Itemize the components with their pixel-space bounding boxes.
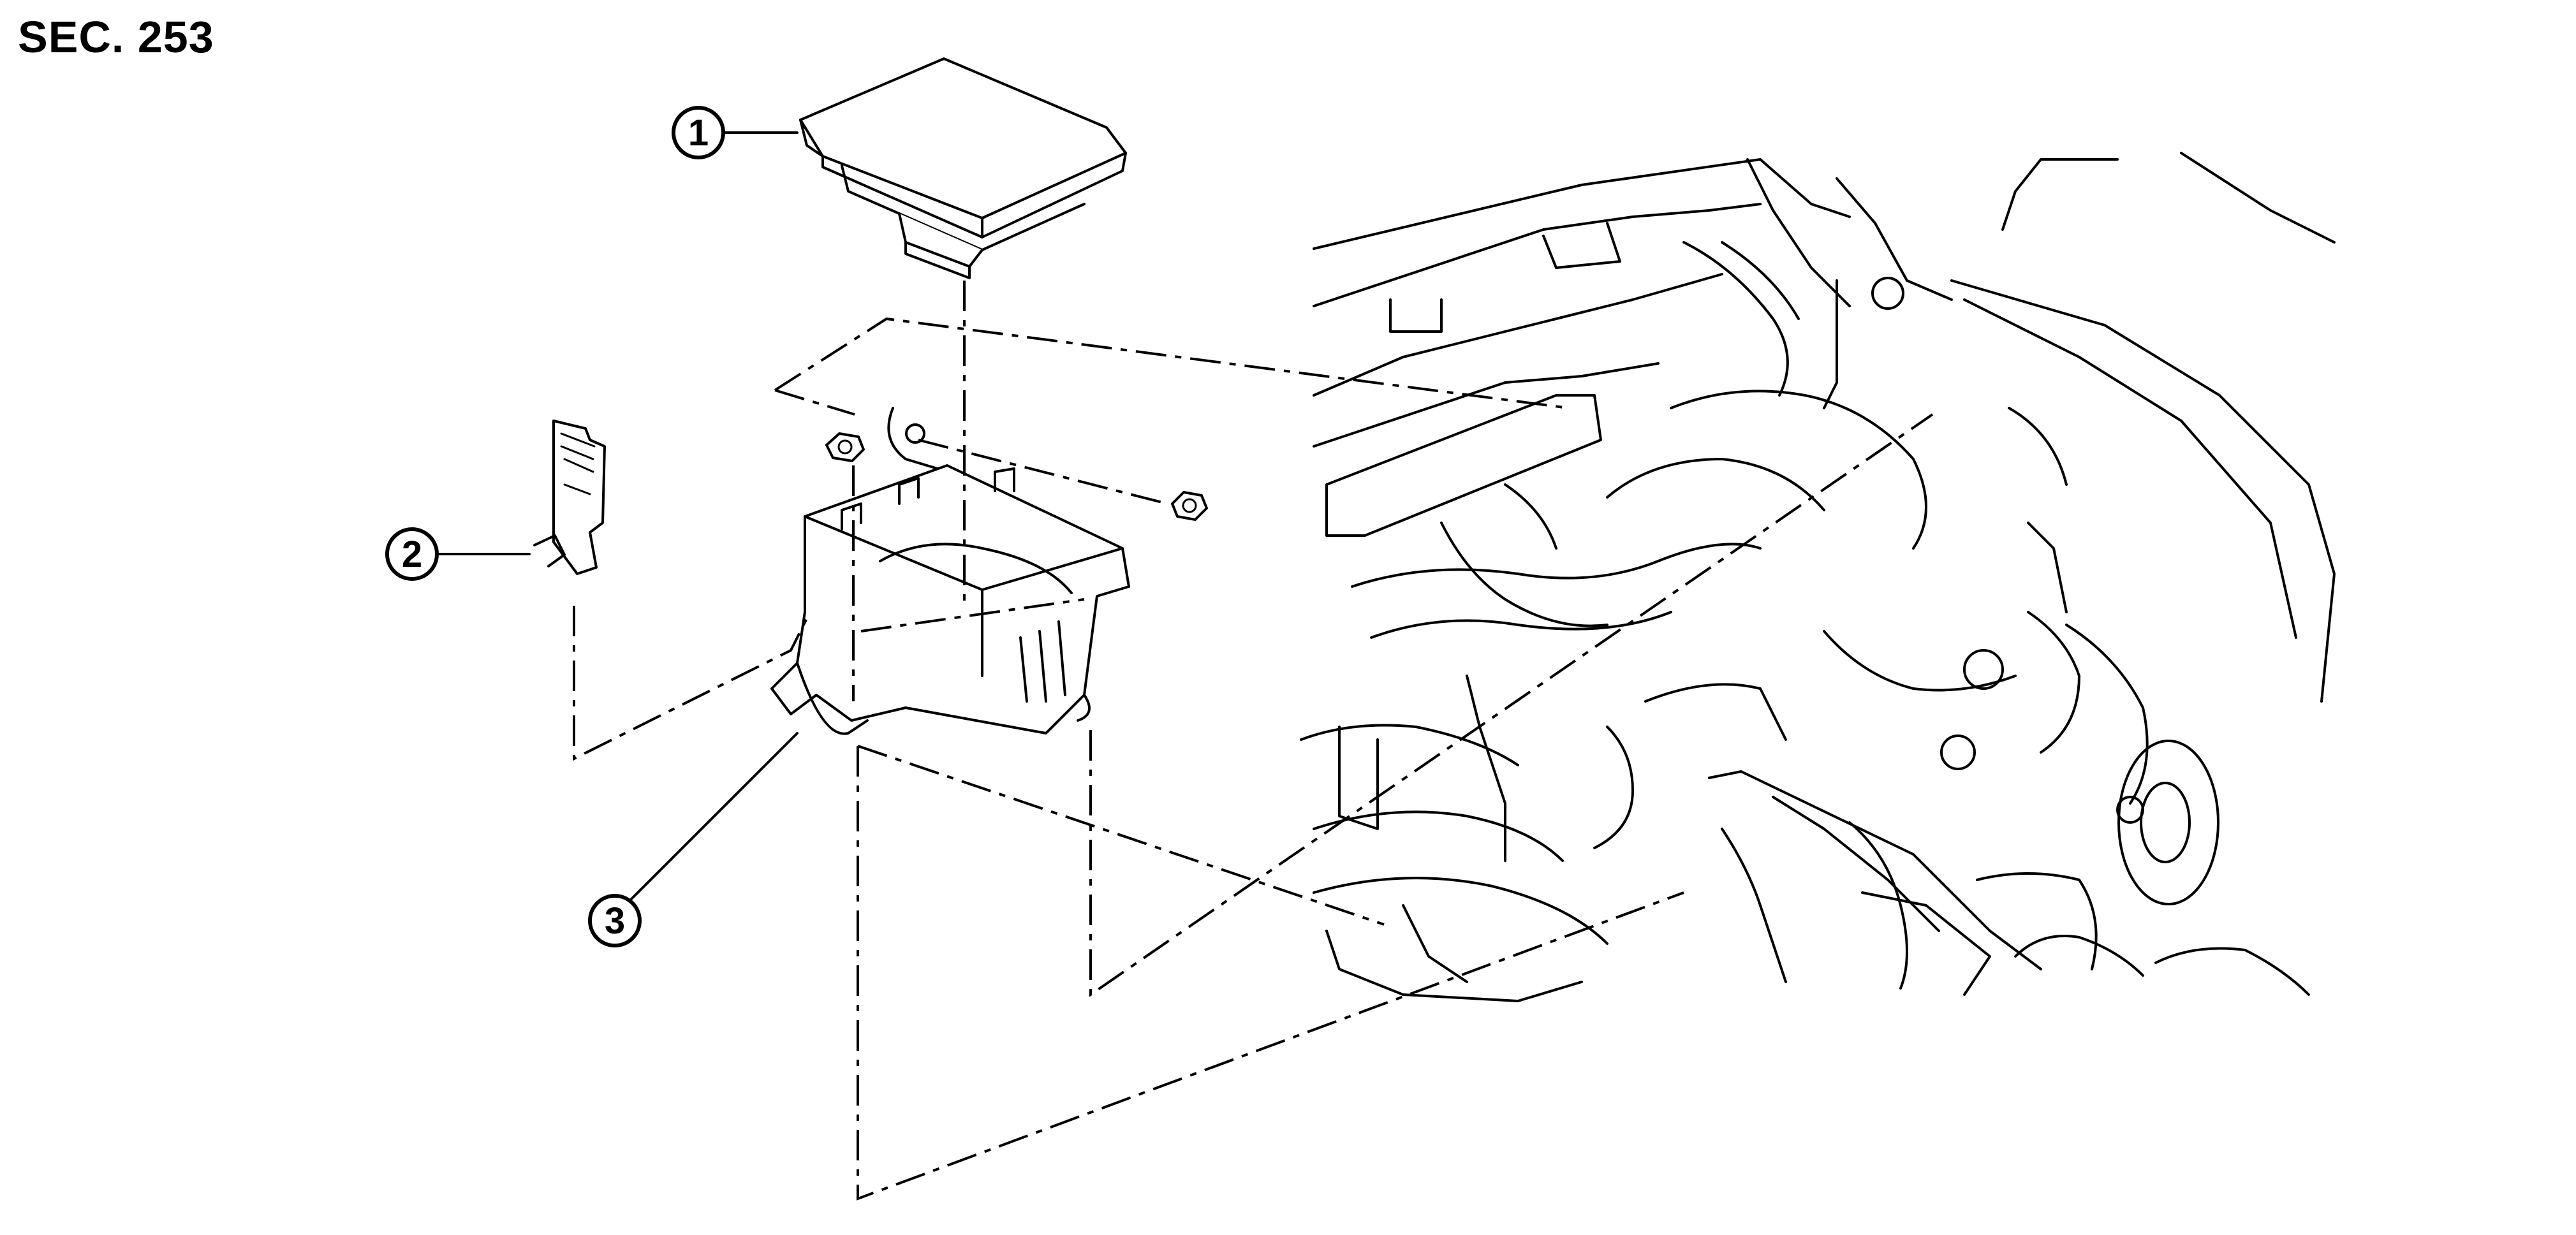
- callout-2: 2: [385, 527, 439, 581]
- callout-3: 3: [588, 894, 642, 947]
- fuse-box-cover-icon: [799, 57, 1127, 279]
- callout-1: 1: [672, 106, 725, 159]
- bracket-icon: [533, 420, 606, 575]
- engine-bay-icon: [1300, 152, 2336, 1002]
- installation-guide-lines: [573, 281, 1934, 1201]
- nut-icon: [825, 432, 1208, 521]
- leader-lines: [438, 131, 799, 900]
- fuse-block-housing-icon: [770, 407, 1130, 735]
- section-number: SEC. 253: [18, 12, 214, 62]
